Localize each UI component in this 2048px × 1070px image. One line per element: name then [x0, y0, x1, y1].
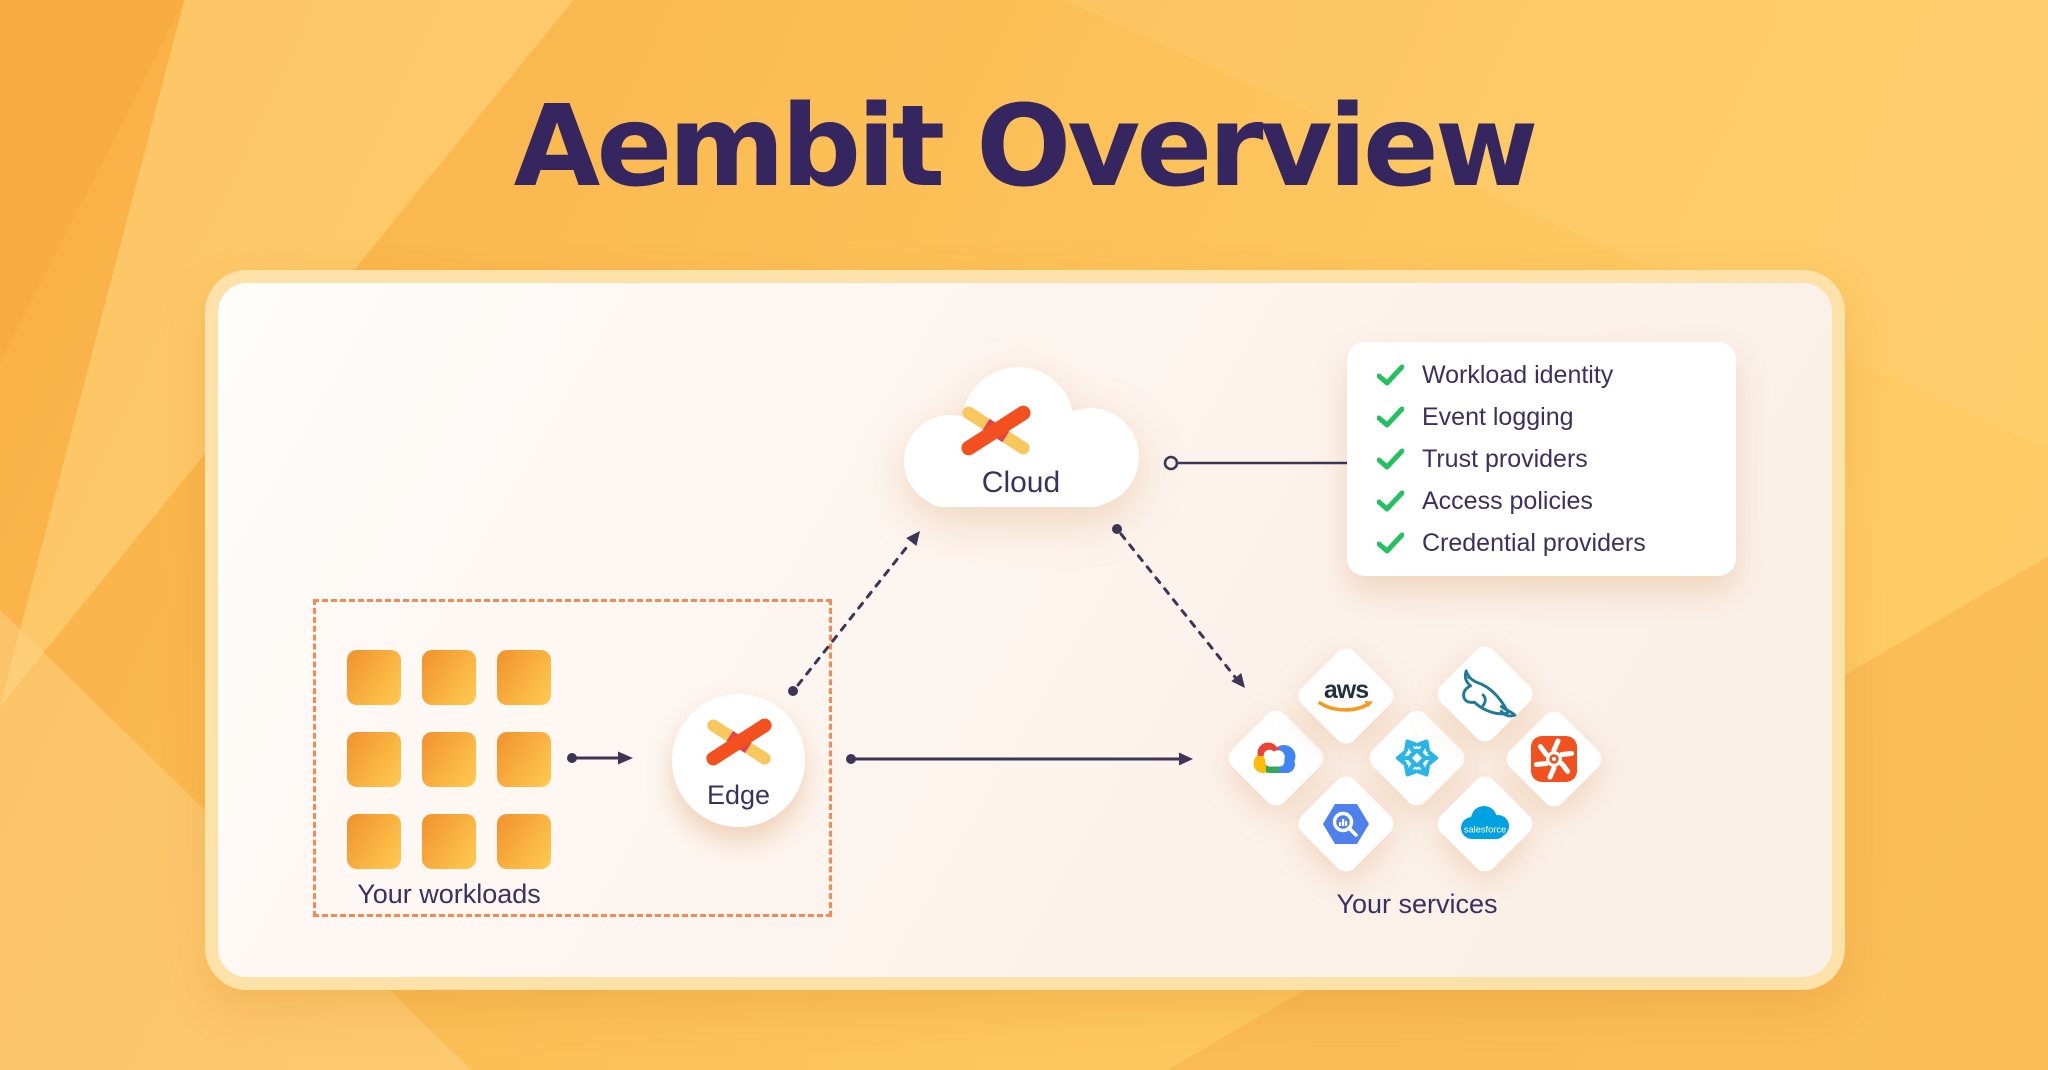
workloads-group-box	[313, 599, 832, 917]
cloud-label: Cloud	[981, 466, 1061, 499]
service-tile-google-cloud	[1223, 705, 1329, 811]
feature-label: Access policies	[1422, 486, 1593, 515]
feature-label: Event logging	[1422, 402, 1574, 431]
feature-label: Trust providers	[1422, 444, 1588, 473]
feature-row: Trust providers	[1377, 438, 1736, 480]
workloads-label: Your workloads	[357, 879, 541, 909]
workload-square	[347, 650, 401, 705]
salesforce-wordmark: salesforce	[1464, 825, 1506, 835]
workload-square	[497, 732, 551, 787]
feature-label: Credential providers	[1422, 528, 1646, 557]
check-icon	[1377, 364, 1404, 385]
workload-square	[422, 732, 476, 787]
service-tile-aws: aws	[1293, 643, 1399, 749]
check-icon	[1377, 532, 1404, 553]
feature-label: Workload identity	[1422, 360, 1614, 389]
workload-square	[497, 650, 551, 705]
orange-pinwheel-icon	[1531, 736, 1577, 782]
workload-square	[347, 732, 401, 787]
service-tile-orange-pinwheel	[1501, 706, 1607, 812]
features-card: Workload identity Event logging Trust pr…	[1347, 342, 1736, 576]
aembit-logo-icon	[706, 718, 772, 766]
workload-square	[422, 650, 476, 705]
cloud-node	[898, 355, 1144, 521]
aws-icon: aws	[1318, 675, 1374, 714]
google-cloud-icon	[1253, 742, 1296, 773]
edge-label: Edge	[706, 780, 771, 810]
check-icon	[1377, 406, 1404, 427]
feature-row: Workload identity	[1377, 354, 1736, 396]
edge-node: Edge	[672, 694, 805, 827]
cloud-shape	[904, 367, 1139, 507]
check-icon	[1377, 448, 1404, 469]
bigquery-icon	[1323, 804, 1369, 844]
aembit-logo-icon	[961, 405, 1031, 456]
workload-square	[497, 814, 551, 869]
service-tile-salesforce: salesforce	[1432, 771, 1538, 877]
snowflake-icon	[1396, 739, 1438, 777]
salesforce-icon: salesforce	[1461, 806, 1509, 839]
feature-row: Event logging	[1377, 396, 1736, 438]
feature-row: Credential providers	[1377, 522, 1736, 564]
service-tile-snowflake	[1364, 705, 1470, 811]
service-tile-bigquery	[1293, 771, 1399, 877]
workload-square	[422, 814, 476, 869]
mysql-dolphin-icon	[1462, 669, 1517, 718]
aws-wordmark: aws	[1323, 675, 1369, 704]
feature-row: Access policies	[1377, 480, 1736, 522]
services-label: Your services	[1336, 889, 1498, 919]
page-title: Aembit Overview	[513, 82, 1539, 212]
workload-square	[347, 814, 401, 869]
service-tile-mysql	[1432, 641, 1538, 747]
check-icon	[1377, 490, 1404, 511]
